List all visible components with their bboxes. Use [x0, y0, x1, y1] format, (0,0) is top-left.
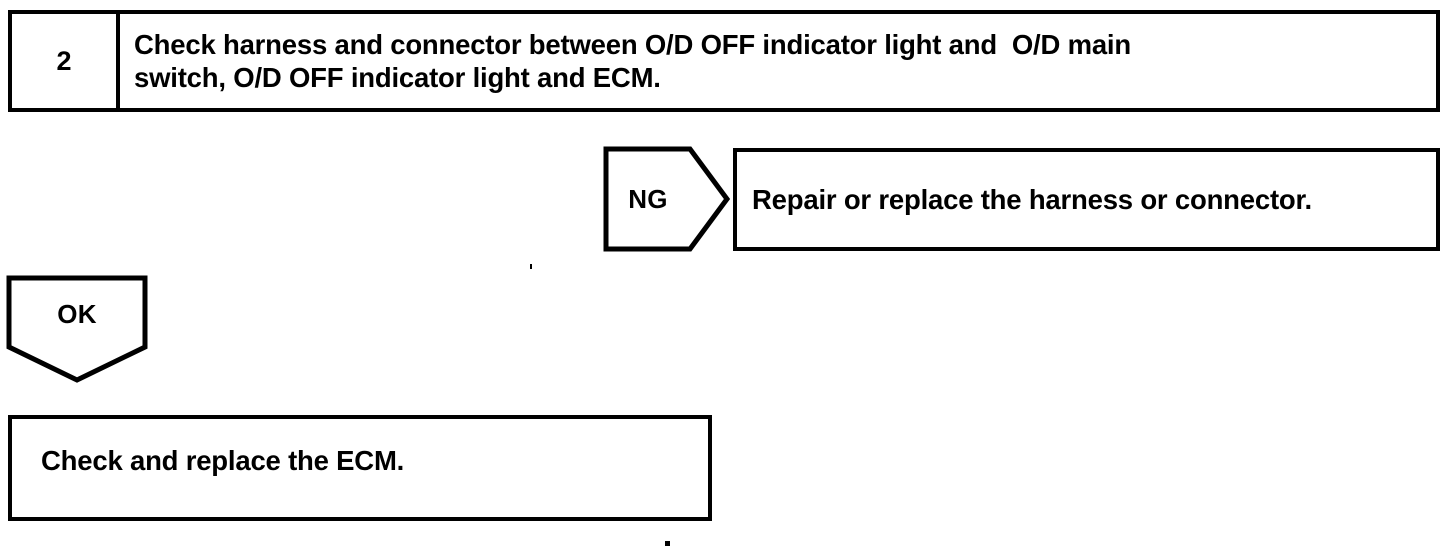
- ok-branch-arrow: OK: [6, 275, 148, 384]
- ng-result-text: Repair or replace the harness or connect…: [752, 183, 1312, 215]
- ng-branch-arrow: NG: [603, 146, 730, 252]
- step-instruction-cell: Check harness and connector between O/D …: [120, 14, 1436, 108]
- step-number-cell: 2: [12, 14, 120, 108]
- ok-result-text: Check and replace the ECM.: [41, 445, 405, 476]
- step-instruction-line-1: Check harness and connector between O/D …: [134, 29, 1131, 60]
- ok-branch-label: OK: [57, 298, 97, 329]
- scan-speck-lower: [665, 541, 670, 546]
- ng-result-box: Repair or replace the harness or connect…: [733, 148, 1440, 251]
- arrow-right-icon: [603, 146, 730, 252]
- ng-branch-label: NG: [628, 183, 668, 214]
- step-instruction-line-2: switch, O/D OFF indicator light and ECM.: [134, 62, 661, 93]
- ok-result-box: Check and replace the ECM.: [8, 415, 712, 521]
- arrow-down-icon: [6, 275, 148, 383]
- scan-speck-upper: [530, 264, 532, 269]
- step-row: 2 Check harness and connector between O/…: [8, 10, 1440, 112]
- step-number: 2: [56, 45, 72, 76]
